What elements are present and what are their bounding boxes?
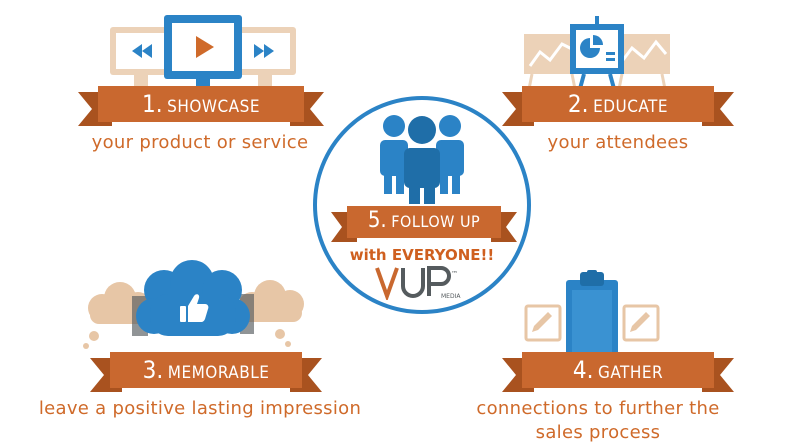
people-group-icon	[380, 115, 464, 204]
thumbs-up-cloud-icon	[83, 260, 304, 349]
step-title: EDUCATE	[593, 97, 669, 117]
step-caption: your product or service	[91, 132, 309, 153]
step-caption: your attendees	[547, 132, 689, 153]
ribbon-gather: 4. GATHER	[502, 352, 734, 392]
ribbon-educate: 2. EDUCATE	[502, 86, 734, 126]
step-title: MEMORABLE	[167, 363, 270, 383]
step-title: FOLLOW UP	[391, 212, 481, 231]
step-number: 1.	[141, 90, 163, 118]
step-follow-up: 5. FOLLOW UP with EVERYONE!! ™ MEDIA	[313, 96, 531, 314]
step-educate: 2. EDUCATE your attendees	[400, 0, 796, 170]
step-caption: leave a positive lasting impression	[38, 398, 362, 419]
step-caption: connections to further the	[476, 398, 720, 419]
step-memorable: 3. MEMORABLE leave a positive lasting im…	[0, 250, 400, 448]
step-number: 5.	[367, 208, 387, 233]
vup-media-logo: ™ MEDIA	[375, 266, 471, 302]
video-screens-icon	[110, 15, 296, 98]
logo-tm: ™	[451, 270, 458, 278]
step-title: GATHER	[598, 363, 664, 383]
logo-sub: MEDIA	[441, 293, 461, 300]
ribbon-memorable: 3. MEMORABLE	[90, 352, 322, 392]
presentation-chart-icon	[524, 16, 670, 97]
follow-up-caption: with EVERYONE!!	[349, 246, 495, 264]
step-number: 3.	[142, 356, 164, 384]
step-gather: 4. GATHER connections to further the sal…	[400, 250, 796, 448]
ribbon-showcase: 1. SHOWCASE	[78, 86, 324, 126]
step-number: 4.	[572, 356, 594, 384]
step-caption: sales process	[535, 422, 661, 443]
step-title: SHOWCASE	[167, 97, 261, 117]
step-showcase: 1. SHOWCASE your product or service	[0, 0, 400, 170]
clipboard-icon	[524, 270, 660, 360]
ribbon-follow-up: 5. FOLLOW UP	[331, 206, 517, 242]
step-number: 2.	[567, 90, 589, 118]
